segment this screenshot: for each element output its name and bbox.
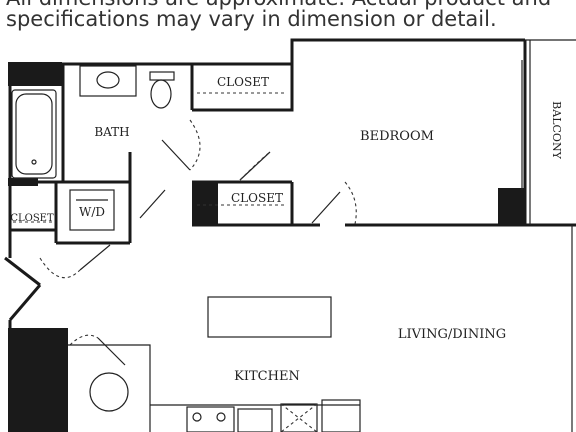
room-label-closet-left: CLOSET [10,213,54,224]
entry-door-swing [39,257,81,279]
entry-door-leaf [79,244,111,271]
disclaimer-line-2: specifications may vary in dimension or … [6,7,497,31]
room-label-bath: BATH [94,125,129,139]
toilet-bowl [150,79,172,109]
bathtub [11,89,57,179]
wd-door-leaf [139,189,166,219]
kitchen-island [207,296,332,338]
kitchen-counter [68,344,151,432]
kitchen-fixtures [68,296,361,432]
column-top-left [8,62,62,86]
bath-door-swing [189,119,201,171]
room-label-closet-mid: CLOSET [231,191,283,205]
burner-2 [216,412,226,422]
room-label-balcony: BALCONY [550,101,563,159]
dishwasher [280,403,318,432]
room-label-closet-top: CLOSET [217,75,269,89]
closet-door-leaf [311,191,341,224]
wd-unit [69,189,115,231]
column-center [192,183,218,225]
closet-top-bottom-wall [192,64,294,112]
top-wall [10,38,525,66]
kitchen-door-swing [69,334,99,346]
refrigerator [321,399,361,432]
room-label-bedroom: BEDROOM [360,129,434,144]
closet-door-swing [344,181,357,225]
kitchen-sink [237,408,273,432]
room-label-kitchen: KITCHEN [234,369,300,384]
vanity [79,65,137,97]
room-labels: BATH BEDROOM BALCONY CLOSET CLOSET CLOSE… [10,75,563,384]
left-angled-wall [4,256,41,287]
column-kitchen [8,328,68,432]
disclaimer-line-1: All dimensions are approximate. Actual p… [6,0,551,10]
burner-1 [192,412,202,422]
bath-door-leaf [161,139,191,171]
kitchen-table [89,372,129,412]
column-bedroom [498,188,525,225]
sink [96,71,120,89]
bathtub-basin [15,93,53,175]
bedroom-door-swing [239,151,271,181]
room-label-wd: W/D [79,205,105,219]
bath-fixtures [11,65,175,179]
dishwasher-marker [280,403,318,432]
washer-dryer [69,189,115,231]
doors [39,119,357,366]
cooktop [186,406,235,432]
balcony [521,39,576,432]
column-bath-left [8,178,38,186]
tub-drain [31,159,37,165]
left-angled-wall-2 [8,284,42,321]
closet-rails [13,92,287,223]
structural-columns [8,62,525,432]
toilet-tank [149,71,175,81]
room-label-living-dining: LIVING/DINING [398,327,506,342]
kitchen-door-leaf [97,337,126,366]
